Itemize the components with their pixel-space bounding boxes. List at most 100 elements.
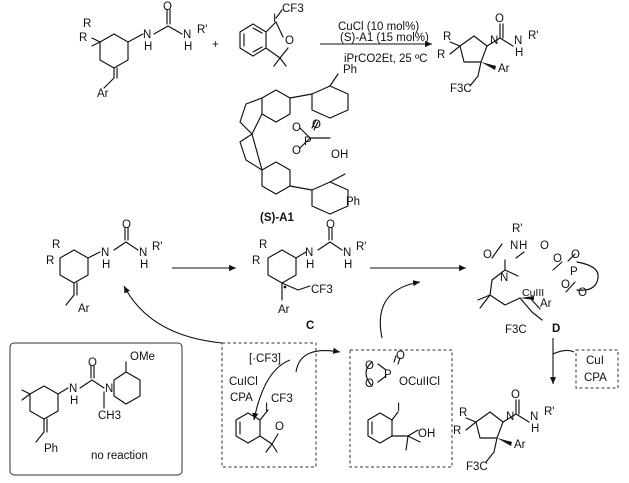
label-r: R bbox=[83, 18, 91, 30]
label-h: H bbox=[344, 259, 352, 271]
cu1cl-label: CuICl bbox=[229, 376, 258, 388]
label-p: P bbox=[304, 136, 312, 148]
curved-arrow-down bbox=[252, 359, 291, 421]
label-n: N bbox=[510, 240, 518, 252]
label-ph: Ph bbox=[343, 64, 357, 76]
label-o: O bbox=[571, 249, 580, 261]
label-r-prime: R' bbox=[197, 24, 208, 36]
catalyst-label: (S)-A1 bbox=[260, 212, 294, 224]
label-o: O bbox=[540, 240, 549, 252]
label-cf3: CF3 bbox=[311, 284, 333, 296]
label-ar: Ar bbox=[498, 63, 510, 75]
label-o: O bbox=[511, 389, 520, 401]
label-o: O bbox=[88, 357, 97, 369]
intermediate-d-structure: R' N H O O N CuIII O P O O O Ar F3C bbox=[477, 223, 599, 336]
label-o: O bbox=[396, 350, 405, 362]
togni-reagent-small: I O CF3 bbox=[235, 393, 293, 453]
label-n: N bbox=[105, 383, 113, 395]
dashed-box-cu1-cpa bbox=[575, 349, 619, 389]
label-h: H bbox=[70, 395, 78, 407]
control-substrate-structure: N H O N CH3 OMe Ph bbox=[21, 351, 155, 455]
label-n: N bbox=[69, 383, 77, 395]
label-r: R bbox=[79, 32, 87, 44]
label-ph: Ph bbox=[44, 443, 58, 455]
cu1-label: CuI bbox=[586, 355, 604, 367]
label-r: R bbox=[437, 49, 445, 61]
label-o: O bbox=[561, 279, 570, 291]
label-r: R bbox=[252, 255, 260, 267]
label-r: R bbox=[46, 255, 54, 267]
label-n: N bbox=[183, 29, 191, 41]
label-n: N bbox=[514, 35, 522, 47]
label-r: R bbox=[459, 407, 467, 419]
label-oh: OH bbox=[331, 149, 348, 161]
label-p: P bbox=[384, 369, 392, 381]
togni-reagent-structure: I O CF3 bbox=[239, 3, 304, 67]
curved-arrow-right bbox=[379, 280, 421, 339]
plus-sign: + bbox=[212, 39, 219, 51]
label-i: I bbox=[397, 402, 400, 414]
label-ar: Ar bbox=[278, 304, 290, 316]
dashed-box-cu2 bbox=[349, 349, 453, 468]
mechanism-substrate-structure: R R N H O N H R' Ar bbox=[46, 219, 163, 315]
label-i: I bbox=[273, 13, 276, 25]
label-o: O bbox=[483, 249, 492, 261]
label-o: O bbox=[122, 219, 131, 231]
iodo-alcohol-structure: I OH bbox=[367, 402, 435, 451]
label-f3c: F3C bbox=[450, 83, 472, 95]
label-o: O bbox=[365, 378, 374, 390]
label-f3c: F3C bbox=[466, 461, 488, 473]
label-n: N bbox=[500, 272, 508, 284]
catalyst-a1-structure: Ph Ph O O P O OH bbox=[239, 64, 360, 215]
control-experiment-box bbox=[9, 342, 183, 476]
curved-arrow-left bbox=[123, 285, 223, 344]
no-reaction-label: no reaction bbox=[91, 450, 148, 462]
cf3-radical-label: [·CF3] bbox=[249, 353, 281, 365]
label-o: O bbox=[312, 119, 321, 131]
label-o: O bbox=[292, 145, 301, 157]
condition-solvent: iPrCO2Et, 25 ºC bbox=[344, 53, 427, 65]
substrate-structure: R R N H O N H R' Ar bbox=[79, 1, 208, 100]
label-o: O bbox=[495, 13, 504, 25]
label-o: O bbox=[163, 1, 172, 13]
label-h: H bbox=[306, 259, 314, 271]
label-cu3: CuIII bbox=[522, 287, 544, 299]
cu2cl-label: OCuIICl bbox=[399, 376, 440, 388]
product-structure: N O N H R' R R Ar F3C bbox=[437, 13, 539, 95]
label-h: H bbox=[531, 423, 539, 435]
label-cf3: CF3 bbox=[271, 393, 293, 405]
cu2-phosphate-structure: O P O O OCuIICl bbox=[365, 350, 440, 390]
label-n: N bbox=[490, 35, 498, 47]
curved-arrow-middle bbox=[295, 347, 341, 373]
label-r: R bbox=[259, 239, 267, 251]
cpa-label: CPA bbox=[230, 392, 253, 404]
label-o: O bbox=[275, 421, 284, 433]
label-h: H bbox=[184, 41, 192, 53]
label-n: N bbox=[305, 247, 313, 259]
curved-arrow-cu-release bbox=[552, 349, 575, 355]
label-ar: Ar bbox=[540, 298, 552, 310]
label-r-prime: R' bbox=[356, 241, 367, 253]
label-r-prime: R' bbox=[544, 406, 555, 418]
label-n: N bbox=[506, 411, 514, 423]
label-r: R bbox=[453, 425, 461, 437]
label-o: O bbox=[292, 122, 301, 134]
label-n: N bbox=[143, 29, 151, 41]
label-ar: Ar bbox=[78, 303, 90, 315]
label-i: I bbox=[265, 402, 268, 414]
label-h: H bbox=[140, 259, 148, 271]
label-n: N bbox=[530, 411, 538, 423]
intermediate-c-structure: R R N H O N H R' CF3 Ar bbox=[252, 219, 367, 316]
dashed-box-radical bbox=[221, 342, 317, 468]
label-o: O bbox=[365, 360, 374, 372]
label-n: N bbox=[101, 247, 109, 259]
label-o: O bbox=[285, 35, 294, 47]
label-o: O bbox=[326, 219, 335, 231]
label-oh: OH bbox=[418, 428, 435, 440]
condition-ligand: (S)-A1 (15 mol%) bbox=[340, 32, 429, 44]
label-r-prime: R' bbox=[528, 30, 539, 42]
label-h: H bbox=[102, 259, 110, 271]
final-product-structure: N O N H R' R R Ar F3C bbox=[453, 389, 555, 473]
label-ome: OMe bbox=[130, 351, 155, 363]
